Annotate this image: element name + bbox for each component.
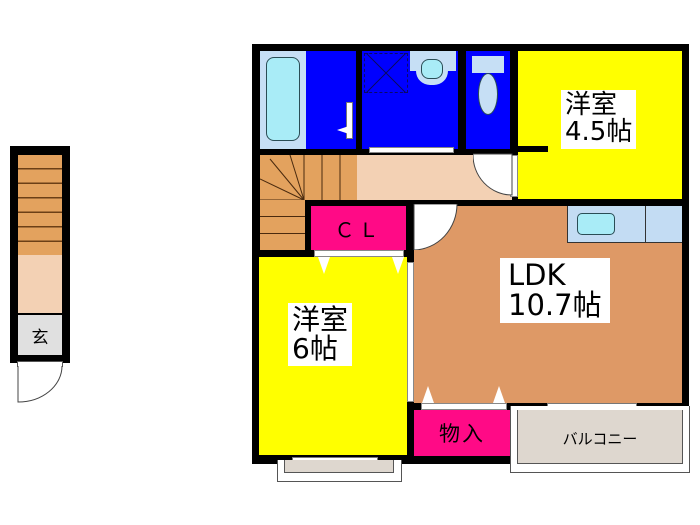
entrance-hall <box>18 255 62 313</box>
kitchen-counter <box>567 206 682 243</box>
stove-area <box>645 206 646 242</box>
washroom[interactable] <box>362 51 458 149</box>
storage-closet[interactable] <box>414 410 510 456</box>
washroom-sliding-door[interactable] <box>369 147 454 153</box>
entrance-label: 玄 <box>31 327 49 348</box>
upper-stairs <box>260 155 357 200</box>
closet-label: ＣＬ <box>334 217 383 242</box>
storage-door-marker-icon <box>422 386 505 403</box>
room-name: 洋室 <box>292 303 349 336</box>
toilet-tank <box>472 56 504 73</box>
closet-doors[interactable] <box>314 250 404 257</box>
storage-label: 物入 <box>439 422 485 446</box>
room-name: LDK <box>508 258 566 292</box>
ldk-label: LDK 10.7帖 <box>500 258 610 323</box>
room6-balcony-ledge <box>277 460 402 482</box>
sliding-door-room6-ldk[interactable] <box>407 262 414 402</box>
western-room-4-5-label: 洋室 4.5帖 <box>561 90 637 149</box>
closet[interactable] <box>311 206 406 250</box>
balcony[interactable] <box>517 410 683 464</box>
bath-door[interactable] <box>346 102 353 139</box>
washbasin-icon <box>416 56 448 85</box>
balcony-label: バルコニー <box>562 429 638 448</box>
closet-door-marker-icon <box>318 257 404 274</box>
door-swing-icon[interactable] <box>473 153 513 197</box>
western-room-6-label: 洋室 6帖 <box>288 303 353 366</box>
kitchen-sink-icon <box>577 213 615 235</box>
bathtub-icon <box>266 57 300 141</box>
storage-doors[interactable] <box>421 403 507 410</box>
door-swing-icon[interactable] <box>413 204 459 250</box>
stairs-lower-part <box>260 200 305 250</box>
stair-step-line <box>18 155 62 255</box>
room-size: 6帖 <box>292 332 338 366</box>
partition-stub <box>510 146 548 152</box>
door-pivot-icon <box>337 126 349 134</box>
entrance-genkan <box>18 315 62 355</box>
room-size: 10.7帖 <box>508 288 602 323</box>
bathroom[interactable] <box>260 51 356 149</box>
lower-stairs <box>18 155 62 255</box>
toilet-icon <box>478 73 498 115</box>
door-swing-icon[interactable] <box>17 366 65 404</box>
washing-machine-space-icon <box>364 53 408 93</box>
toilet-room[interactable] <box>466 51 510 149</box>
room-size: 4.5帖 <box>565 117 633 148</box>
room-name: 洋室 <box>565 90 618 120</box>
